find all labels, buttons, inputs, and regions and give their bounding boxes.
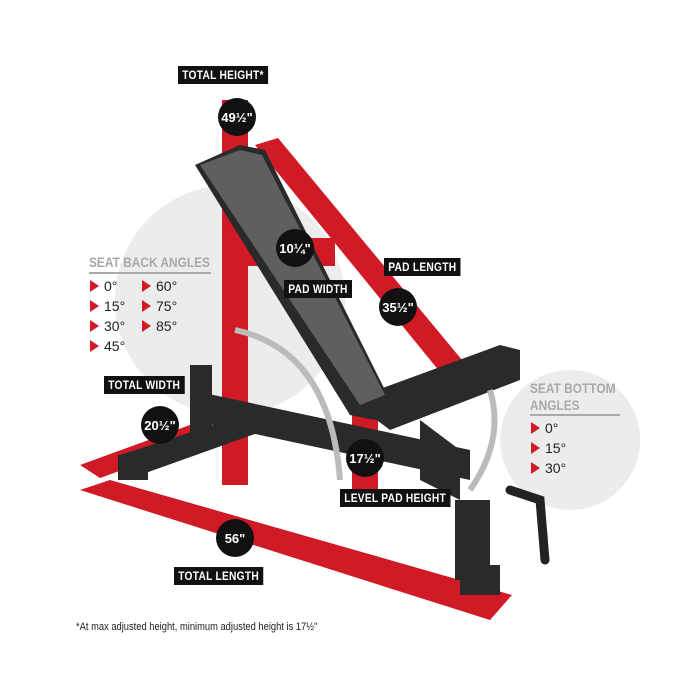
- pad-width-label: PAD WIDTH: [284, 280, 352, 298]
- triangle-bullet-icon: [90, 300, 99, 312]
- total-length-label: TOTAL LENGTH: [174, 567, 264, 585]
- total-height-label: TOTAL HEIGHT*: [178, 66, 269, 84]
- seat-back-angle: 60°: [142, 278, 177, 294]
- seat-back-angle: 15°: [90, 298, 125, 314]
- level-pad-height-value: 17½": [346, 439, 384, 477]
- seat-back-angle: 85°: [142, 318, 177, 334]
- seat-bottom-angle: 15°: [531, 440, 566, 456]
- seat-back-angle: 30°: [90, 318, 125, 334]
- pad-length-value: 35½": [379, 288, 417, 326]
- total-length-value: 56": [216, 519, 254, 557]
- pad-length-label: PAD LENGTH: [384, 258, 461, 276]
- pad-width-value: 10¼": [276, 229, 314, 267]
- total-width-label: TOTAL WIDTH: [104, 376, 185, 394]
- level-pad-height-label: LEVEL PAD HEIGHT: [340, 489, 451, 507]
- seat-back-angle: 75°: [142, 298, 177, 314]
- triangle-bullet-icon: [531, 422, 540, 434]
- total-width-value: 20½": [141, 406, 179, 444]
- seat-back-angle: 0°: [90, 278, 117, 294]
- triangle-bullet-icon: [142, 300, 151, 312]
- seat-bottom-angles-divider: [530, 414, 620, 416]
- triangle-bullet-icon: [142, 280, 151, 292]
- seat-bottom-angles-title-2: ANGLES: [530, 397, 580, 413]
- seat-back-angle: 45°: [90, 338, 125, 354]
- triangle-bullet-icon: [90, 280, 99, 292]
- triangle-bullet-icon: [531, 442, 540, 454]
- seat-bottom-angle: 30°: [531, 460, 566, 476]
- triangle-bullet-icon: [90, 320, 99, 332]
- footnote: *At max adjusted height, minimum adjuste…: [76, 621, 318, 633]
- triangle-bullet-icon: [90, 340, 99, 352]
- seat-back-angles-title: SEAT BACK ANGLES: [89, 254, 210, 270]
- seat-bottom-angles-title-1: SEAT BOTTOM: [530, 380, 616, 396]
- triangle-bullet-icon: [531, 462, 540, 474]
- seat-back-angles-divider: [89, 272, 211, 274]
- seat-bottom-angle: 0°: [531, 420, 558, 436]
- total-height-value: 49½": [218, 98, 256, 136]
- triangle-bullet-icon: [142, 320, 151, 332]
